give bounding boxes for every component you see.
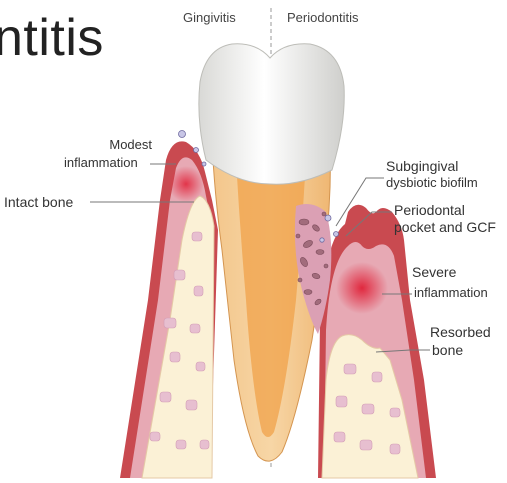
- label-modest-line1: Modest: [90, 138, 152, 152]
- label-periodontal: Periodontal: [394, 202, 465, 218]
- label-bone: bone: [432, 342, 463, 358]
- right-inflammation: [336, 262, 388, 314]
- label-dysbiotic-biofilm: dysbiotic biofilm: [386, 176, 478, 190]
- label-inflammation-right: inflammation: [414, 286, 488, 300]
- tooth-crown: [199, 44, 344, 184]
- label-pocket-gcf: pocket and GCF: [394, 219, 496, 235]
- header-periodontitis: Periodontitis: [287, 10, 359, 25]
- slide-title: ntitis: [0, 8, 104, 68]
- label-inflammation-left: inflammation: [64, 156, 138, 170]
- label-resorbed: Resorbed: [430, 324, 491, 340]
- label-severe: Severe: [412, 264, 456, 280]
- label-modest: Modest: [90, 138, 152, 152]
- label-intact-bone: Intact bone: [4, 194, 73, 210]
- header-gingivitis: Gingivitis: [183, 10, 236, 25]
- label-subgingival: Subgingival: [386, 158, 458, 174]
